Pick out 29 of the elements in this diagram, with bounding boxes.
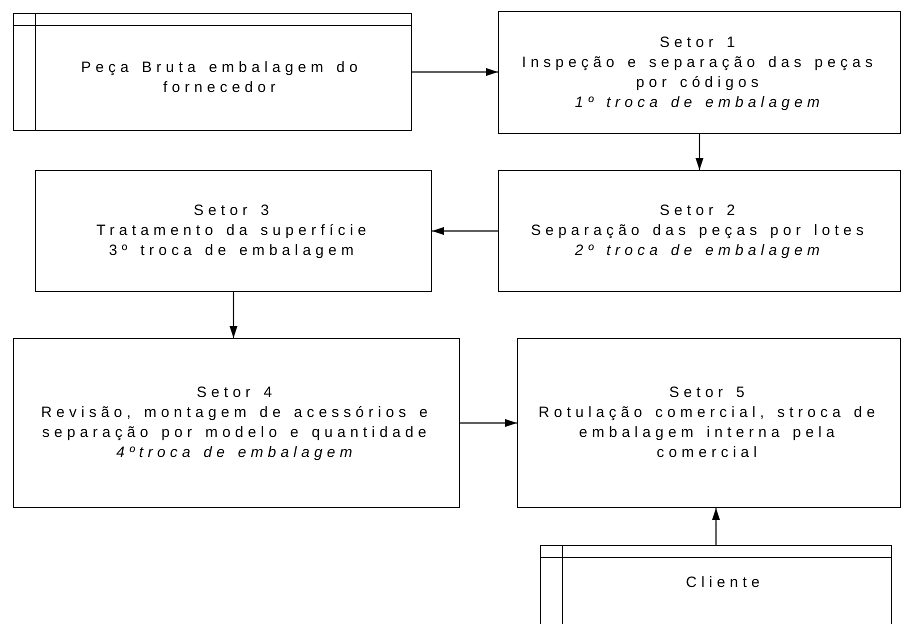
node-text: 1º troca de embalagem	[574, 92, 824, 112]
arrow	[230, 292, 238, 338]
arrow	[696, 134, 704, 170]
process-box	[13, 338, 460, 508]
external-entity-box	[540, 545, 892, 624]
node-text: Tratamento da superfície	[96, 221, 371, 241]
process-box	[35, 170, 432, 292]
process-box	[498, 11, 901, 134]
node-text: Setor 4	[196, 383, 276, 403]
node-text: Setor 3	[194, 201, 274, 221]
process-box	[517, 338, 901, 508]
node-text: Separação das peças por lotes	[530, 221, 868, 241]
node-text: 3º troca de embalagem	[108, 241, 358, 261]
node-text: Setor 1	[660, 32, 740, 52]
node-text: Inspeção e separação das peças por códigos	[520, 52, 878, 92]
process-box	[498, 170, 901, 292]
node-text: Peça Bruta embalagem do fornecedor	[80, 58, 364, 98]
node-text: 2º troca de embalagem	[574, 241, 824, 261]
arrow	[460, 419, 517, 427]
node-text: Rotulação comercial, stroca de embalagem interna pela comercial	[538, 403, 880, 463]
node-text: Setor 2	[660, 201, 740, 221]
node-text: Setor 5	[669, 383, 749, 403]
arrow	[432, 227, 498, 235]
node-text: 4ºtroca de embalagem	[116, 443, 357, 463]
node-text: Revisão, montagem de acessórios e separação por modelo e quantidade	[40, 403, 434, 443]
node-text: Cliente	[686, 573, 764, 593]
arrow	[412, 68, 498, 76]
arrow	[712, 508, 720, 545]
external-entity-box	[13, 13, 412, 131]
